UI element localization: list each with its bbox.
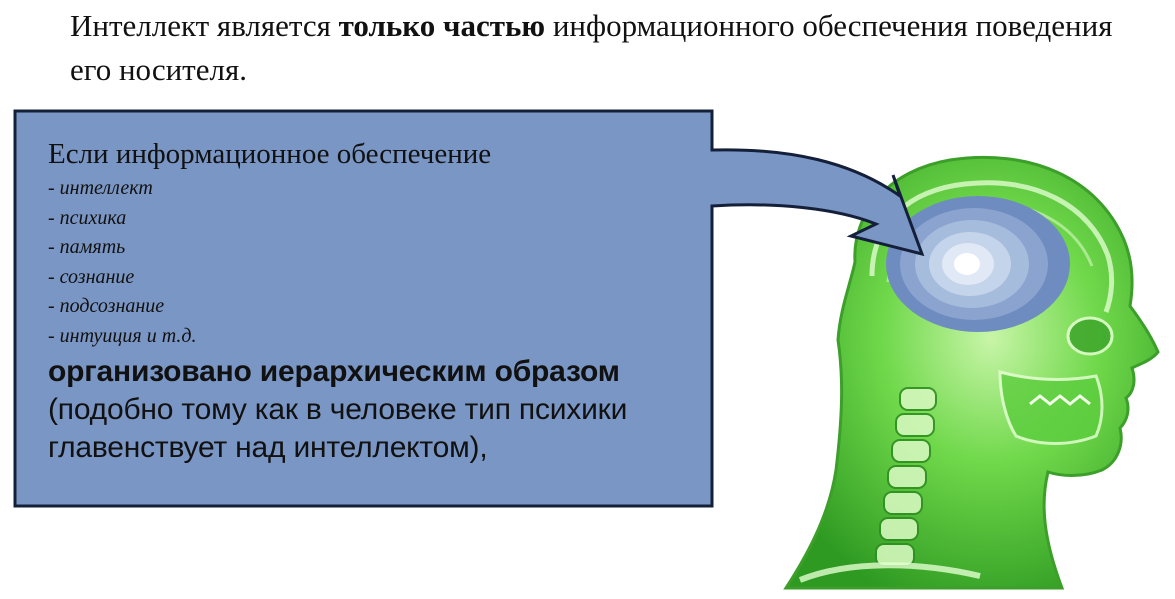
eye-socket (1066, 316, 1114, 356)
list-item: интуиция и т.д. (48, 322, 698, 352)
headline-start: Интеллект является (70, 8, 339, 43)
spine (875, 387, 937, 567)
list-item: подсознание (48, 292, 698, 322)
teeth (1029, 394, 1091, 406)
callout-list: интеллект психика память сознание подсоз… (48, 174, 698, 351)
headline: Интеллект является только частью информа… (70, 4, 1150, 92)
concentric-target-icon (886, 196, 1070, 332)
list-item: сознание (48, 263, 698, 293)
callout-lead: Если информационное обеспечение (48, 138, 492, 170)
callout-emphasis: организовано иерархическим образом (48, 355, 620, 388)
list-item: интеллект (48, 174, 698, 204)
list-item: психика (48, 204, 698, 234)
headline-bold: только частью (338, 8, 546, 43)
headline-end: информационного обеспечения поведения ег… (70, 8, 1113, 87)
callout-text: Если информационное обеспечение интеллек… (48, 134, 698, 467)
list-item: память (48, 233, 698, 263)
callout-tail: (подобно тому как в человеке тип психики… (48, 393, 628, 464)
collarbone (798, 562, 981, 583)
jaw-bone (998, 370, 1104, 445)
